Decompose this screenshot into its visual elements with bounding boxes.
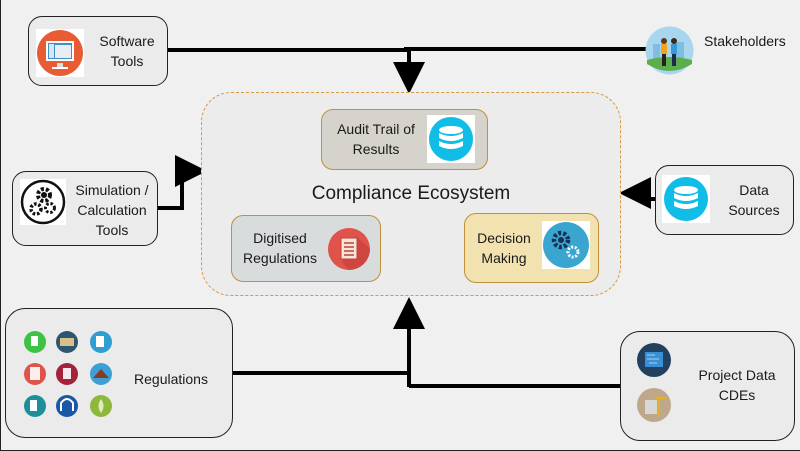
decision-label-1: Decision [477, 230, 531, 246]
data-sources-node[interactable]: Data Sources [655, 165, 794, 235]
data-sources-label-2: Sources [728, 202, 780, 218]
decision-label-2: Making [481, 250, 527, 266]
audit-label-1: Audit Trail of [337, 121, 415, 137]
gears-icon [20, 179, 66, 225]
connector-datasources [619, 177, 656, 209]
people-icon [645, 26, 694, 75]
regulations-node[interactable]: Regulations [5, 308, 233, 438]
connector-software-stakeholders [167, 47, 646, 52]
regulations-label: Regulations [134, 371, 208, 387]
project-data-node[interactable]: Project Data CDEs [620, 331, 795, 441]
digitised-regulations-node[interactable]: Digitised Regulations [231, 215, 381, 282]
connector-simulation [157, 155, 207, 210]
database-icon [427, 115, 475, 163]
simulation-label-1: Simulation / [75, 182, 149, 198]
regulation-icon-book [56, 331, 78, 353]
digitised-label-2: Regulations [243, 250, 317, 266]
audit-label-2: Results [352, 141, 400, 157]
document-icon [328, 228, 370, 270]
ecosystem-title: Compliance Ecosystem [311, 183, 511, 204]
blueprint-icon [637, 343, 671, 377]
regulation-icon-leaf [90, 395, 112, 417]
simulation-label-3: Tools [95, 222, 129, 238]
regulation-icon-ear-protection [56, 395, 78, 417]
software-tools-label-1: Software [99, 33, 155, 49]
project-data-label-1: Project Data [698, 367, 776, 383]
regulation-icon-building-shield [24, 331, 46, 353]
data-sources-label-1: Data [739, 182, 769, 198]
regulation-icon-clipboard [90, 331, 112, 353]
construction-site-icon [637, 388, 671, 422]
project-data-label-2: CDEs [718, 387, 756, 403]
monitor-icon [36, 29, 84, 77]
regulation-icons-grid [24, 331, 116, 417]
regulation-icon-bricks [90, 363, 112, 385]
regulation-icon-document [24, 363, 46, 385]
software-tools-label-2: Tools [110, 53, 144, 69]
compliance-ecosystem: Compliance Ecosystem Audit Trail of Resu… [201, 92, 621, 296]
simulation-tools-node[interactable]: Simulation / Calculation Tools [12, 171, 158, 246]
regulation-icon-office [24, 395, 46, 417]
database-icon [662, 175, 710, 223]
decision-making-node[interactable]: Decision Making [464, 213, 599, 283]
software-tools-node[interactable]: Software Tools [28, 16, 168, 86]
audit-trail-node[interactable]: Audit Trail of Results [321, 109, 488, 170]
simulation-label-2: Calculation [77, 202, 147, 218]
regulation-icon-files [56, 363, 78, 385]
stakeholders-label: Stakeholders [704, 33, 786, 49]
digitised-label-1: Digitised [253, 230, 307, 246]
gears-icon [542, 221, 590, 269]
